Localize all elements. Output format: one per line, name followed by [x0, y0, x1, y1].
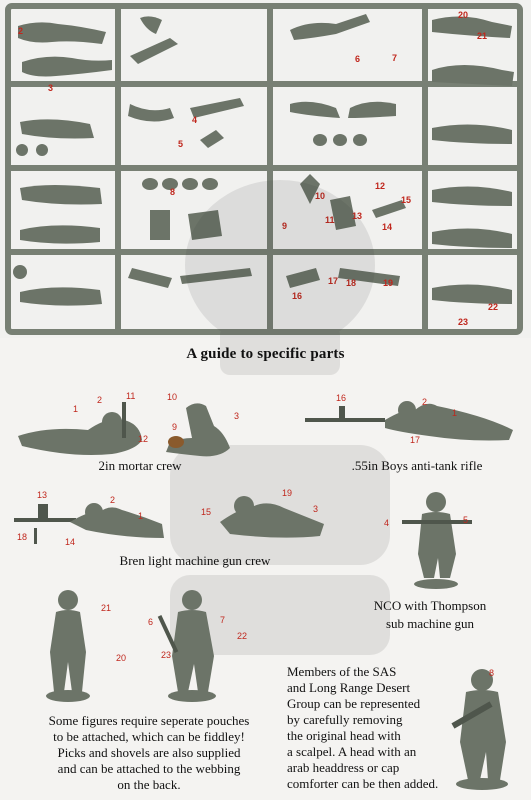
part-number: 3 — [234, 411, 240, 421]
part-number: 2 — [97, 395, 103, 405]
part-number: 12 — [138, 434, 149, 444]
mortar-crew-figure — [18, 402, 230, 457]
sas-note-line: Group can be represented — [287, 696, 421, 711]
sprue-frame-graphic — [5, 3, 523, 335]
pouches-note-line: to be attached, which can be fiddley! — [53, 729, 245, 744]
part-number: 17 — [410, 435, 421, 445]
sas-figure — [451, 669, 508, 790]
boys-rifle-figure — [305, 401, 513, 441]
bren-caption: Bren light machine gun crew — [119, 553, 271, 568]
part-number: 22 — [237, 631, 248, 641]
part-number: 18 — [346, 279, 356, 288]
part-number: 23 — [161, 650, 172, 660]
sas-note-line: the original head with — [287, 728, 401, 743]
part-number: 19 — [383, 278, 394, 288]
part-number: 9 — [172, 422, 178, 432]
sas-note-line: a scalpel. A head with an — [287, 744, 417, 759]
skull-watermark-icon — [170, 180, 390, 655]
part-number: 2 — [110, 495, 116, 505]
pouches-note-line: on the back. — [117, 777, 181, 792]
part-number: 21 — [101, 603, 112, 613]
part-number: 19 — [282, 488, 293, 498]
part-number: 4 — [192, 115, 198, 125]
part-number: 8 — [170, 187, 176, 197]
part-number: 7 — [392, 53, 398, 63]
mortar-caption: 2in mortar crew — [98, 458, 182, 473]
part-number: 20 — [458, 10, 469, 20]
part-number: 3 — [48, 83, 54, 93]
part-number: 8 — [489, 668, 495, 678]
part-number: 18 — [17, 532, 28, 542]
sas-note-line: comforter can be then added. — [287, 776, 439, 791]
part-number: 12 — [375, 181, 386, 191]
part-number: 11 — [325, 216, 335, 225]
part-number: 15 — [401, 195, 412, 205]
boys-caption: .55in Boys anti-tank rifle — [351, 458, 483, 473]
pouches-figures — [46, 590, 216, 702]
pouches-note-line: Some figures require seperate pouches — [48, 713, 250, 728]
part-number: 13 — [352, 212, 362, 221]
sas-note-line: and Long Range Desert — [287, 680, 411, 695]
part-number: 4 — [384, 518, 390, 528]
part-number: 16 — [292, 292, 302, 301]
part-number: 2 — [18, 26, 24, 36]
part-number: 21 — [477, 31, 488, 41]
part-number: 10 — [167, 392, 178, 402]
part-number: 16 — [336, 393, 347, 403]
part-number: 6 — [355, 54, 361, 64]
part-number: 5 — [463, 515, 469, 525]
part-number: 1 — [73, 404, 79, 414]
part-number: 5 — [178, 139, 184, 149]
part-number: 17 — [328, 277, 338, 286]
bren-crew-figure — [14, 496, 324, 544]
sas-note-line: arab headdress or cap — [287, 760, 400, 775]
part-number: 1 — [138, 511, 144, 521]
part-number: 10 — [315, 192, 325, 201]
part-number: 15 — [201, 507, 212, 517]
pouches-note-line: Picks and shovels are also supplied — [57, 745, 241, 760]
part-number: 6 — [148, 617, 154, 627]
part-number: 23 — [458, 317, 469, 327]
part-number: 9 — [282, 222, 287, 231]
pouches-note-line: and can be attached to the webbing — [57, 761, 241, 776]
part-number: 2 — [422, 397, 428, 407]
part-number: 3 — [313, 504, 319, 514]
part-number: 20 — [116, 653, 127, 663]
sas-note-line: Members of the SAS — [287, 664, 397, 679]
sas-note: Members of the SAS and Long Range Desert… — [287, 664, 487, 792]
part-number: 7 — [220, 615, 226, 625]
part-number: 1 — [452, 408, 458, 418]
guide-title: A guide to specific parts — [186, 346, 345, 362]
sprue-photo: 2 3 4 5 6 7 8 9 10 11 12 13 14 15 16 17 … — [0, 0, 531, 338]
nco-caption-line2: sub machine gun — [385, 616, 475, 631]
nco-caption-line1: NCO with Thompson — [373, 598, 487, 613]
part-number: 22 — [488, 302, 499, 312]
part-number: 14 — [382, 222, 393, 232]
part-number: 11 — [126, 391, 136, 401]
pouches-note: Some figures require seperate pouches to… — [14, 713, 284, 793]
sas-note-line: by carefully removing — [287, 712, 403, 727]
part-number: 13 — [37, 490, 48, 500]
part-number: 14 — [65, 537, 76, 547]
nco-figure — [402, 492, 472, 589]
